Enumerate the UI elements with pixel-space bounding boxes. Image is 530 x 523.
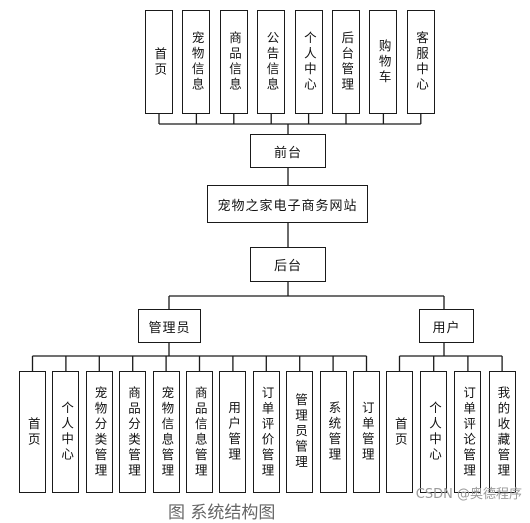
frontend-module-7-label: 客服中心: [414, 31, 430, 93]
user-module-3-label: 我的收藏管理: [495, 385, 511, 479]
user-module-3: 我的收藏管理: [488, 371, 516, 493]
frontend-module-4-label: 个人中心: [301, 31, 317, 93]
user-module-0: 首页: [386, 371, 413, 493]
frontend-module-1: 宠物信息: [182, 10, 211, 114]
admin-module-3-label: 商品分类管理: [125, 385, 141, 479]
admin-module-6: 用户管理: [219, 371, 247, 493]
admin-module-8-label: 管理员管理: [292, 393, 308, 471]
figure-caption: 图 系统结构图: [168, 498, 275, 523]
frontend-module-3-label: 公告信息: [264, 31, 280, 93]
admin-module-2: 宠物分类管理: [85, 371, 113, 493]
user-module-0-label: 首页: [392, 416, 408, 448]
admin-module-4: 宠物信息管理: [152, 371, 180, 493]
user-module-2-label: 订单评论管理: [461, 385, 477, 479]
frontend-module-3: 公告信息: [257, 10, 286, 114]
user-module-1: 个人中心: [420, 371, 448, 493]
admin-module-7-label: 订单评价管理: [259, 385, 275, 479]
admin-module-10-label: 订单管理: [359, 401, 375, 463]
admin-module-9: 系统管理: [319, 371, 347, 493]
frontend-module-2: 商品信息: [219, 10, 248, 114]
backend-node: 后台: [250, 247, 326, 282]
admin-module-3: 商品分类管理: [119, 371, 147, 493]
user-node-label: 用户: [432, 320, 461, 336]
user-module-2: 订单评论管理: [454, 371, 482, 493]
user-module-1-label: 个人中心: [426, 401, 442, 463]
root-node-label: 宠物之家电子商务网站: [217, 198, 358, 214]
admin-module-0: 首页: [19, 371, 46, 493]
structure-diagram: [31, 114, 503, 371]
connector-lines: [31, 114, 503, 371]
admin-module-5-label: 商品信息管理: [192, 385, 208, 479]
frontend-module-1-label: 宠物信息: [189, 31, 205, 93]
watermark: CSDN @奥德程序: [415, 487, 522, 502]
frontend-module-0-label: 首页: [152, 46, 168, 78]
frontend-module-0: 首页: [145, 10, 173, 114]
frontend-node: 前台: [250, 134, 326, 168]
admin-module-6-label: 用户管理: [226, 401, 242, 463]
admin-module-4-label: 宠物信息管理: [159, 385, 175, 479]
frontend-module-5: 后台管理: [332, 10, 360, 114]
admin-module-1-label: 个人中心: [59, 401, 75, 463]
admin-module-8: 管理员管理: [286, 371, 314, 493]
frontend-module-2-label: 商品信息: [227, 31, 243, 93]
caption-text: 图 系统结构图: [168, 503, 276, 523]
admin-module-5: 商品信息管理: [186, 371, 213, 493]
frontend-module-6-label: 购物车: [376, 38, 392, 86]
admin-module-0-label: 首页: [25, 416, 41, 448]
admin-node-label: 管理员: [148, 320, 191, 336]
backend-node-label: 后台: [273, 259, 302, 274]
admin-node: 管理员: [138, 309, 201, 343]
user-node: 用户: [419, 309, 474, 343]
frontend-module-6: 购物车: [369, 10, 398, 114]
admin-module-7: 订单评价管理: [252, 371, 280, 493]
root-node: 宠物之家电子商务网站: [207, 185, 368, 223]
frontend-module-7: 客服中心: [406, 10, 435, 114]
frontend-module-4: 个人中心: [294, 10, 323, 114]
admin-module-10: 订单管理: [353, 371, 380, 493]
admin-module-2-label: 宠物分类管理: [92, 385, 108, 479]
admin-module-9-label: 系统管理: [326, 401, 342, 463]
frontend-module-5-label: 后台管理: [339, 31, 355, 93]
admin-module-1: 个人中心: [52, 371, 80, 493]
frontend-node-label: 前台: [273, 145, 302, 161]
